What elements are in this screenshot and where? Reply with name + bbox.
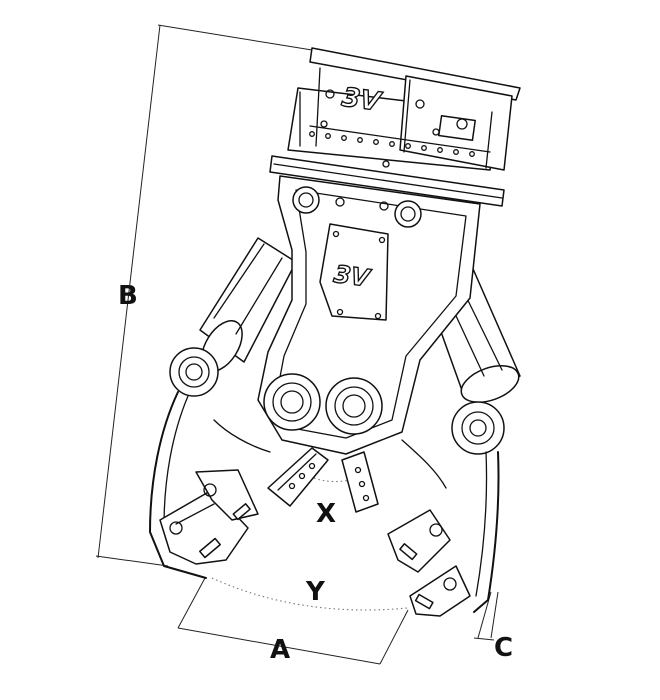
right-jaw xyxy=(341,439,500,617)
dimension-y xyxy=(211,577,409,611)
right-pivot xyxy=(451,401,505,455)
rotator-head: 3V xyxy=(269,47,521,207)
label-a: A xyxy=(270,635,290,665)
dimension-b xyxy=(95,24,313,567)
label-y: Y xyxy=(305,577,326,607)
label-b: B xyxy=(118,281,138,311)
logo-body: 3V xyxy=(332,260,373,293)
logo-top: 3V xyxy=(340,83,384,118)
left-pivot xyxy=(169,347,219,397)
jaw-pins xyxy=(263,373,383,435)
label-c: C xyxy=(494,633,513,663)
label-x: X xyxy=(316,499,336,529)
dimension-a xyxy=(177,577,409,665)
left-jaw xyxy=(149,391,329,579)
